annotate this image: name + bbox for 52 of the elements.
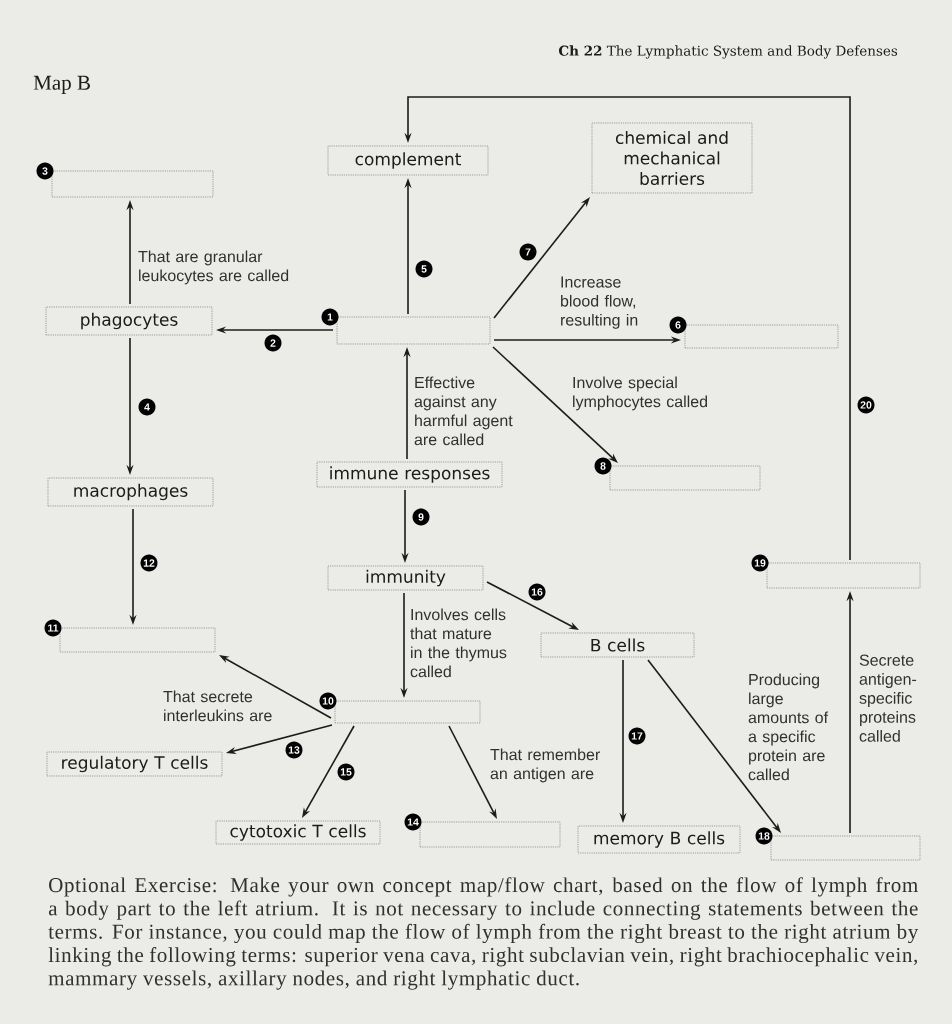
callout-number: 14 xyxy=(404,813,422,831)
term-box: immunity xyxy=(327,565,484,591)
term-box: phagocytes xyxy=(45,306,213,336)
answer-box xyxy=(766,562,921,589)
exercise-text: Optional Exercise: Make your own concept map/flow chart, based on the flow of lymph from a body part to the left atrium. It is not necessary to include connecting statements between the terms. For instance, you could map the flow of lymph from the right breast to the right atrium by linking the following terms: superior vena cava, right subclavian vein, right brachiocephalic vein, mammary vessels, axillary nodes, and right lymphatic duct. xyxy=(48,877,919,990)
running-head: Ch 22 The Lymphatic System and Body Defenses xyxy=(559,45,898,59)
callout-number: 4 xyxy=(138,398,156,416)
callout-number: 2 xyxy=(264,334,282,352)
callout-number: 17 xyxy=(628,727,646,745)
term-box: chemical and mechanical barriers xyxy=(591,122,753,194)
edge-label: That remember an antigen are xyxy=(490,748,600,783)
callout-number: 5 xyxy=(415,260,433,278)
term-box: memory B cells xyxy=(577,825,741,854)
callout-number: 20 xyxy=(857,396,875,414)
callout-number: 10 xyxy=(319,692,337,710)
answer-box xyxy=(59,627,216,653)
callout-number: 8 xyxy=(594,457,612,475)
answer-box xyxy=(609,465,761,491)
term-box: macrophages xyxy=(47,477,214,507)
callout-number: 9 xyxy=(412,508,430,526)
edge-label: That are granular leukocytes are called xyxy=(138,250,289,285)
callout-number: 12 xyxy=(140,554,158,572)
callout-number: 15 xyxy=(337,763,355,781)
callout-number: 13 xyxy=(285,741,303,759)
callout-number: 11 xyxy=(44,619,62,637)
edge-label: That secrete interleukins are xyxy=(163,690,272,722)
answer-box xyxy=(770,835,921,861)
callout-number: 18 xyxy=(755,827,773,845)
answer-box xyxy=(336,316,491,345)
edge-label: Effective against any harmful agent are called xyxy=(414,376,513,446)
callout-number: 6 xyxy=(669,316,687,334)
edge-label: Secrete antigen-specific proteins called xyxy=(859,654,917,742)
edge-label: Involve special lymphocytes called xyxy=(573,376,707,411)
answer-box xyxy=(51,170,214,198)
map-title: Map B xyxy=(33,75,90,95)
callout-number: 19 xyxy=(751,554,769,572)
edge-label: Increase blood flow, resulting in xyxy=(561,276,638,329)
answer-box xyxy=(334,700,481,724)
term-box: immune responses xyxy=(316,461,503,488)
edge-label: Producing large amounts of a specific protein are called xyxy=(748,673,829,781)
answer-box xyxy=(419,821,561,848)
term-box: cytotoxic T cells xyxy=(215,820,381,845)
arrow xyxy=(492,346,618,463)
callout-number: 1 xyxy=(321,308,339,326)
edge-label: Involves cells that mature in the thymus called xyxy=(410,608,507,678)
callout-number: 3 xyxy=(36,162,54,180)
term-box: complement xyxy=(327,145,489,176)
term-box: B cells xyxy=(540,632,695,658)
term-box: regulatory T cells xyxy=(46,751,223,777)
callout-number: 16 xyxy=(528,583,546,601)
callout-number: 7 xyxy=(519,243,537,261)
answer-box xyxy=(684,324,839,349)
